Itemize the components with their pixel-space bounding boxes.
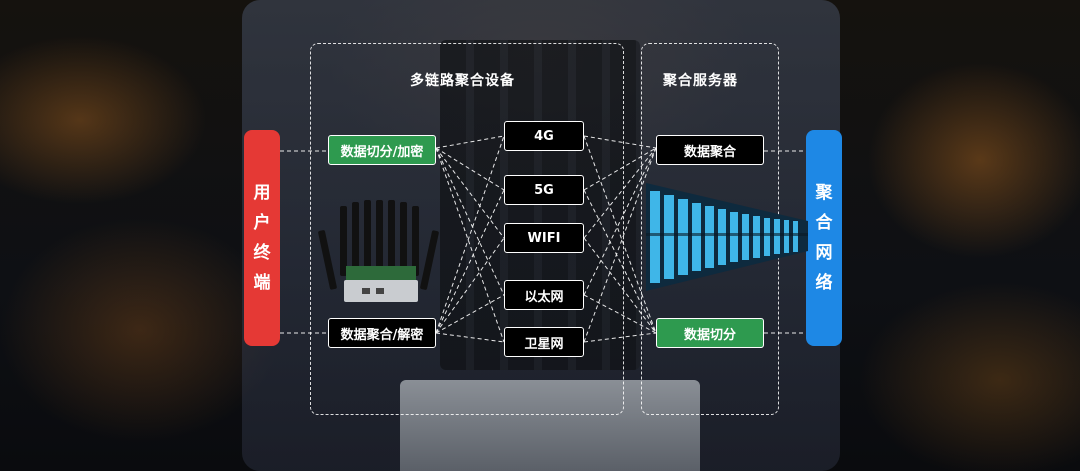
router-backdrop-image: [440, 40, 640, 370]
user-terminal-char-4: 端: [253, 273, 271, 293]
aggregated-network-char-3: 网: [815, 243, 833, 263]
user-terminal-char-3: 终: [253, 243, 271, 263]
server-rack-image: [646, 183, 808, 291]
user-terminal-char-1: 用: [253, 183, 271, 203]
device-section-title: 多链路聚合设备: [410, 73, 515, 89]
router-device-image: [318, 200, 439, 302]
device-section-box: [310, 43, 624, 415]
link-5g-node: 5G: [504, 175, 584, 205]
aggregated-network-char-2: 合: [815, 213, 833, 233]
router-base-image: [400, 380, 700, 471]
user-terminal-char-2: 户: [253, 213, 271, 233]
link-wifi-node: WIFI: [504, 223, 584, 253]
link-4g-node: 4G: [504, 121, 584, 151]
data-aggregate-decrypt-node: 数据聚合/解密: [328, 318, 436, 348]
aggregated-network-bar: 聚 合 网 络: [806, 130, 842, 346]
aggregated-network-char-1: 聚: [815, 183, 833, 203]
link-ethernet-node: 以太网: [504, 280, 584, 310]
server-aggregate-node: 数据聚合: [656, 135, 764, 165]
link-satellite-node: 卫星网: [504, 327, 584, 357]
aggregated-network-char-4: 络: [815, 273, 833, 293]
server-split-node: 数据切分: [656, 318, 764, 348]
data-split-encrypt-node: 数据切分/加密: [328, 135, 436, 165]
user-terminal-bar: 用 户 终 端: [244, 130, 280, 346]
server-section-title: 聚合服务器: [663, 73, 738, 89]
